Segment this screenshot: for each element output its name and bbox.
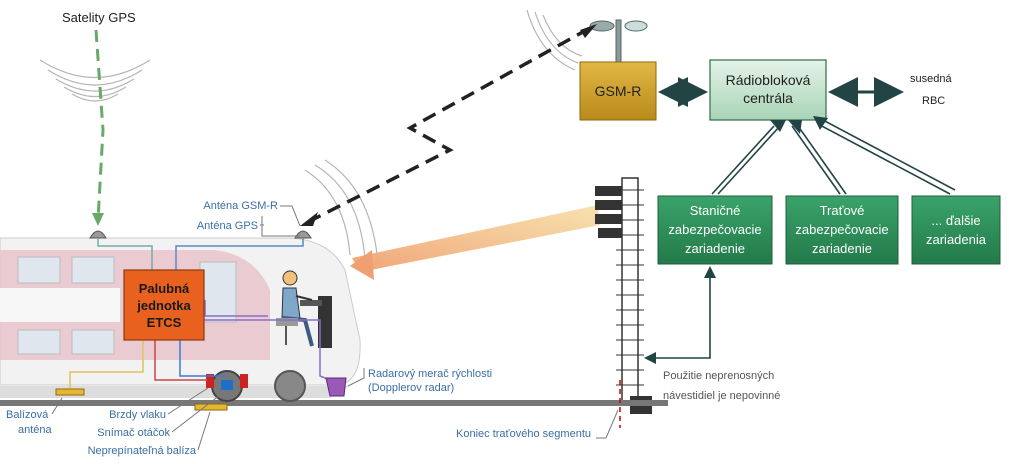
train-cabling: [69, 238, 331, 388]
satellite-gps-label: Satelity GPS: [62, 10, 136, 25]
signal-beam: [352, 205, 600, 272]
station-label-2: zabezpečovacie: [668, 222, 761, 237]
signals-optional-label-1: Použitie neprenosných: [663, 370, 774, 382]
rail: [0, 400, 668, 406]
neighbor-rbc-label-2: RBC: [922, 95, 945, 107]
balise-antenna-label-2: anténa: [18, 424, 53, 436]
radar-label-1: Radarový merač rýchlosti: [368, 368, 492, 380]
antenna-gsmr-label: Anténa GSM-R: [203, 200, 278, 212]
line-interlocking-box: [785, 195, 899, 265]
gps-link: [94, 29, 105, 221]
antenna-label-bracket: [260, 205, 301, 237]
segment-end-label: Koniec traťového segmentu: [456, 428, 591, 440]
brakes-label: Brzdy vlaku: [109, 409, 166, 421]
obu-label-1: Palubná: [139, 281, 190, 296]
rbc-label-1: Rádiobloková: [726, 72, 811, 88]
onboard-unit-box: [123, 269, 205, 341]
line-label-2: zabezpečovacie: [795, 222, 888, 237]
neighbor-rbc-label-1: susedná: [910, 73, 952, 85]
antenna-gps-label: Anténa GPS: [197, 220, 258, 232]
other-label-1: ... ďalšie: [931, 213, 980, 228]
other-devices-box: [911, 195, 1001, 265]
fixed-balise-icon: [194, 403, 228, 411]
radar-icon: [325, 377, 347, 397]
signals-optional-label-2: návestidiel je nepovinné: [663, 390, 780, 402]
station-interlocking-box: [657, 195, 773, 265]
station-label-3: zariadenie: [685, 241, 745, 256]
rbc-box: [709, 59, 827, 121]
line-label-1: Traťové: [820, 203, 865, 218]
obu-label-3: ETCS: [147, 315, 182, 330]
balise-antenna-label-1: Balízová: [6, 409, 49, 421]
rbc-label-2: centrála: [743, 90, 793, 106]
fixed-balise-label: Neprepínateľná balíza: [88, 445, 197, 457]
gsmr-box: [579, 61, 657, 121]
satellite-waves: [39, 59, 151, 102]
balise-antenna-icon: [55, 388, 85, 396]
gsmr-antenna-icon: [294, 230, 312, 239]
gsmr-tower-waves: [526, 9, 583, 71]
gsmr-label: GSM-R: [595, 83, 642, 99]
gps-antenna-icon: [89, 230, 107, 239]
obu-label-2: jednotka: [136, 298, 191, 313]
signal-mast: [595, 177, 652, 414]
radio-arrow-train: [300, 212, 318, 226]
gps-link-arrow: [92, 213, 104, 226]
odometer-label: Snímač otáčok: [97, 427, 170, 439]
signal-beam-arrow: [350, 250, 374, 280]
radar-label-2: (Dopplerov radar): [368, 382, 454, 394]
bottom-label-leaders: [167, 387, 225, 451]
radio-link: [307, 26, 591, 224]
line-label-3: zariadenie: [812, 241, 872, 256]
radio-arrow-tower: [580, 24, 597, 38]
interlocking-rbc-links: [711, 118, 956, 195]
station-label-1: Staničné: [690, 203, 741, 218]
other-label-2: zariadenia: [926, 232, 987, 247]
gsmr-tower-icon: [589, 19, 648, 76]
